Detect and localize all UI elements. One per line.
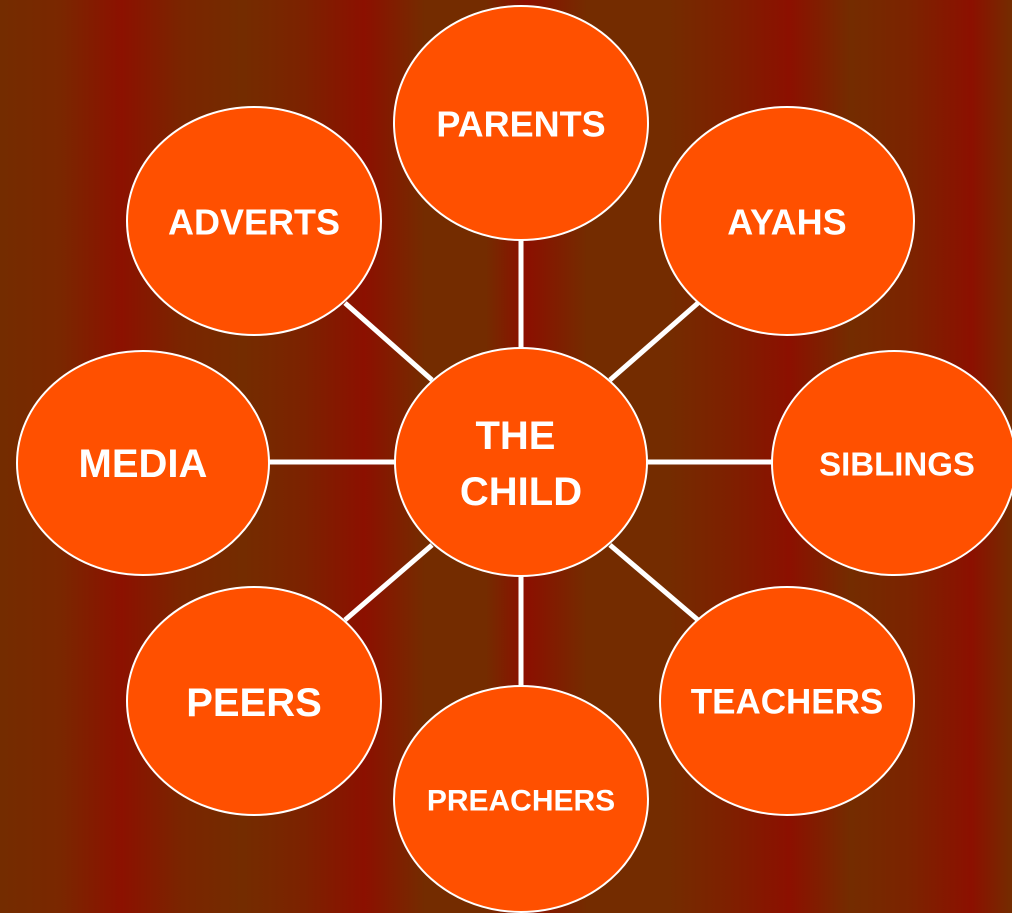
node-media-circle xyxy=(16,350,270,576)
node-peers-label: PEERS xyxy=(186,681,322,725)
node-the-child-line-1: THE xyxy=(475,414,555,458)
node-adverts-circle xyxy=(126,106,382,336)
node-siblings-label: SIBLINGS xyxy=(819,446,975,483)
node-siblings: SIBLINGS xyxy=(771,350,1012,576)
connector-peers xyxy=(343,543,434,622)
node-parents: PARENTS xyxy=(393,5,649,241)
node-preachers-label: PREACHERS xyxy=(427,785,615,818)
node-peers-circle xyxy=(126,586,382,816)
node-preachers-circle xyxy=(393,685,649,913)
node-peers: PEERS xyxy=(126,586,382,816)
node-the-child-circle xyxy=(394,347,648,577)
node-parents-label: PARENTS xyxy=(436,104,605,145)
node-the-child-line-2: CHILD xyxy=(460,470,582,514)
node-the-child: THE CHILD xyxy=(394,347,648,577)
connector-ayahs xyxy=(608,301,700,382)
node-ayahs: AYAHS xyxy=(659,106,915,336)
node-teachers-label: TEACHERS xyxy=(691,683,884,722)
node-preachers: PREACHERS xyxy=(393,685,649,913)
node-siblings-circle xyxy=(771,350,1012,576)
node-teachers: TEACHERS xyxy=(659,586,915,816)
node-media-label: MEDIA xyxy=(79,442,208,486)
node-ayahs-circle xyxy=(659,106,915,336)
node-media: MEDIA xyxy=(16,350,270,576)
node-adverts-label: ADVERTS xyxy=(168,202,340,243)
connector-adverts xyxy=(343,301,434,382)
node-adverts: ADVERTS xyxy=(126,106,382,336)
node-teachers-circle xyxy=(659,586,915,816)
connector-teachers xyxy=(608,543,700,622)
node-ayahs-label: AYAHS xyxy=(727,202,846,243)
node-parents-circle xyxy=(393,5,649,241)
node-the-child-label: THE CHILD xyxy=(460,414,582,514)
connectors xyxy=(269,237,773,688)
